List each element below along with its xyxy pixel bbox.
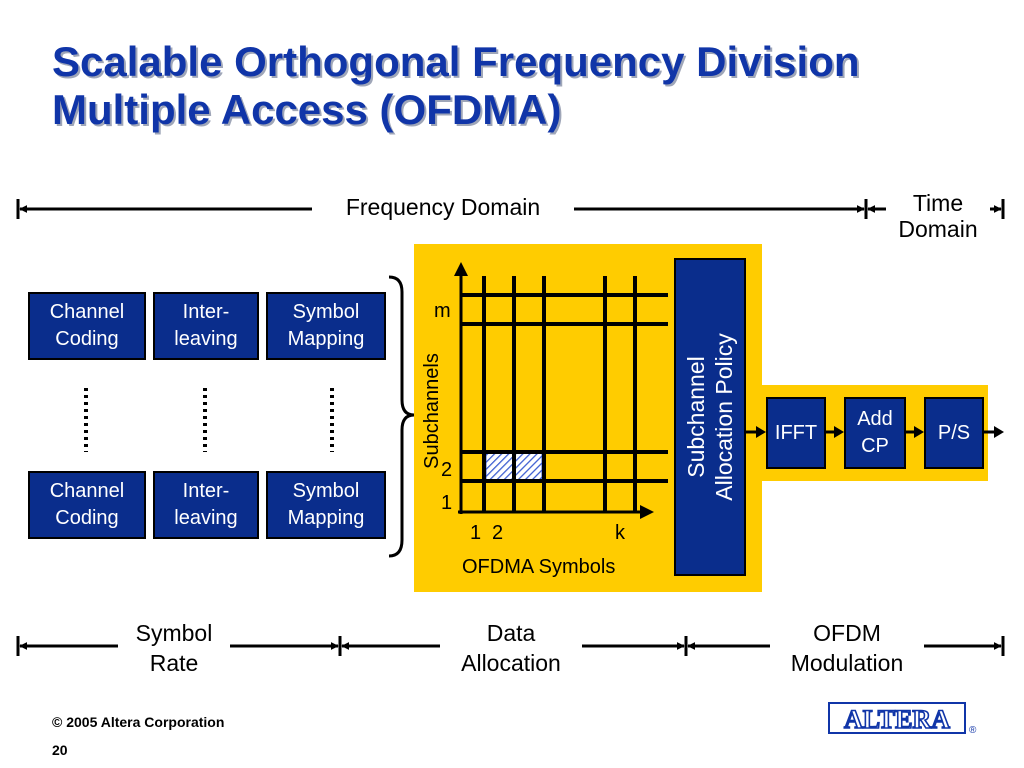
channel-coding-label-2: Coding	[55, 328, 119, 350]
data-allocation-label: Data Allocation	[440, 618, 582, 678]
add-cp-label-2: CP	[861, 435, 889, 457]
y-axis-label: Subchannels	[421, 353, 443, 469]
x-axis-label: OFDMA Symbols	[462, 556, 616, 578]
symbol-mapping-label-2: Mapping	[287, 507, 365, 529]
x-tick-1: 1	[470, 522, 482, 544]
interleaving-label-1: Inter-	[182, 301, 230, 323]
symbol-rate-line-2: Rate	[149, 650, 199, 676]
subchannel-policy-line-1: Subchannel	[683, 356, 709, 478]
channel-coding-label-1: Channel	[49, 480, 125, 502]
interleaving-label-2: leaving	[174, 507, 238, 529]
time-domain-label-line-2: Domain	[898, 216, 978, 242]
add-cp-block: Add CP	[844, 397, 906, 469]
symbol-mapping-label-1: Symbol	[292, 301, 360, 323]
altera-logo-text: ALTERA	[844, 705, 950, 734]
y-tick-1: 1	[441, 492, 453, 514]
subchannel-policy-line-2: Allocation Policy	[711, 333, 737, 501]
ps-label: P/S	[937, 421, 971, 444]
slide-title-line-2: Multiple Access (OFDMA)	[52, 86, 562, 133]
data-allocation-line-1: Data	[486, 620, 536, 646]
add-cp-label-1: Add	[857, 408, 893, 430]
subchannel-allocation-policy-label: Subchannel Allocation Policy	[682, 277, 738, 557]
altera-logo: ALTERA ®	[828, 702, 977, 736]
y-tick-2: 2	[441, 459, 453, 481]
ofdm-modulation-line-1: OFDM	[813, 620, 881, 646]
channel-coding-label-1: Channel	[49, 301, 125, 323]
page-number: 20	[52, 742, 68, 758]
y-tick-m: m	[434, 300, 451, 322]
symbol-rate-line-1: Symbol	[135, 620, 213, 646]
symbol-mapping-label-1: Symbol	[292, 480, 360, 502]
registered-mark: ®	[969, 725, 977, 736]
symbol-mapping-block-top: Symbol Mapping	[266, 292, 386, 360]
interleaving-block-top: Inter- leaving	[153, 292, 259, 360]
copyright-notice: © 2005 Altera Corporation	[52, 714, 225, 730]
frequency-domain-label: Frequency Domain	[312, 194, 574, 221]
slide-title: Scalable Orthogonal Frequency Division M…	[52, 38, 992, 134]
ifft-block: IFFT	[766, 397, 826, 469]
symbol-mapping-label-2: Mapping	[287, 328, 365, 350]
channel-coding-label-2: Coding	[55, 507, 119, 529]
symbol-rate-label: Symbol Rate	[118, 618, 230, 678]
x-tick-2: 2	[492, 522, 504, 544]
interleaving-block-bottom: Inter- leaving	[153, 471, 259, 539]
ifft-label: IFFT	[774, 421, 818, 444]
time-domain-label: Time Domain	[886, 190, 990, 242]
channel-coding-block-top: Channel Coding	[28, 292, 146, 360]
slide-title-line-1: Scalable Orthogonal Frequency Division	[52, 38, 860, 85]
ofdm-modulation-label: OFDM Modulation	[770, 618, 924, 678]
x-tick-k: k	[615, 522, 625, 544]
subchannel-allocation-policy-block	[674, 258, 746, 576]
symbol-mapping-block-bottom: Symbol Mapping	[266, 471, 386, 539]
channel-coding-block-bottom: Channel Coding	[28, 471, 146, 539]
data-allocation-line-2: Allocation	[461, 650, 561, 676]
time-domain-label-line-1: Time	[912, 190, 964, 216]
interleaving-label-2: leaving	[174, 328, 238, 350]
ps-block: P/S	[924, 397, 984, 469]
ofdm-modulation-line-2: Modulation	[790, 650, 904, 676]
interleaving-label-1: Inter-	[182, 480, 230, 502]
